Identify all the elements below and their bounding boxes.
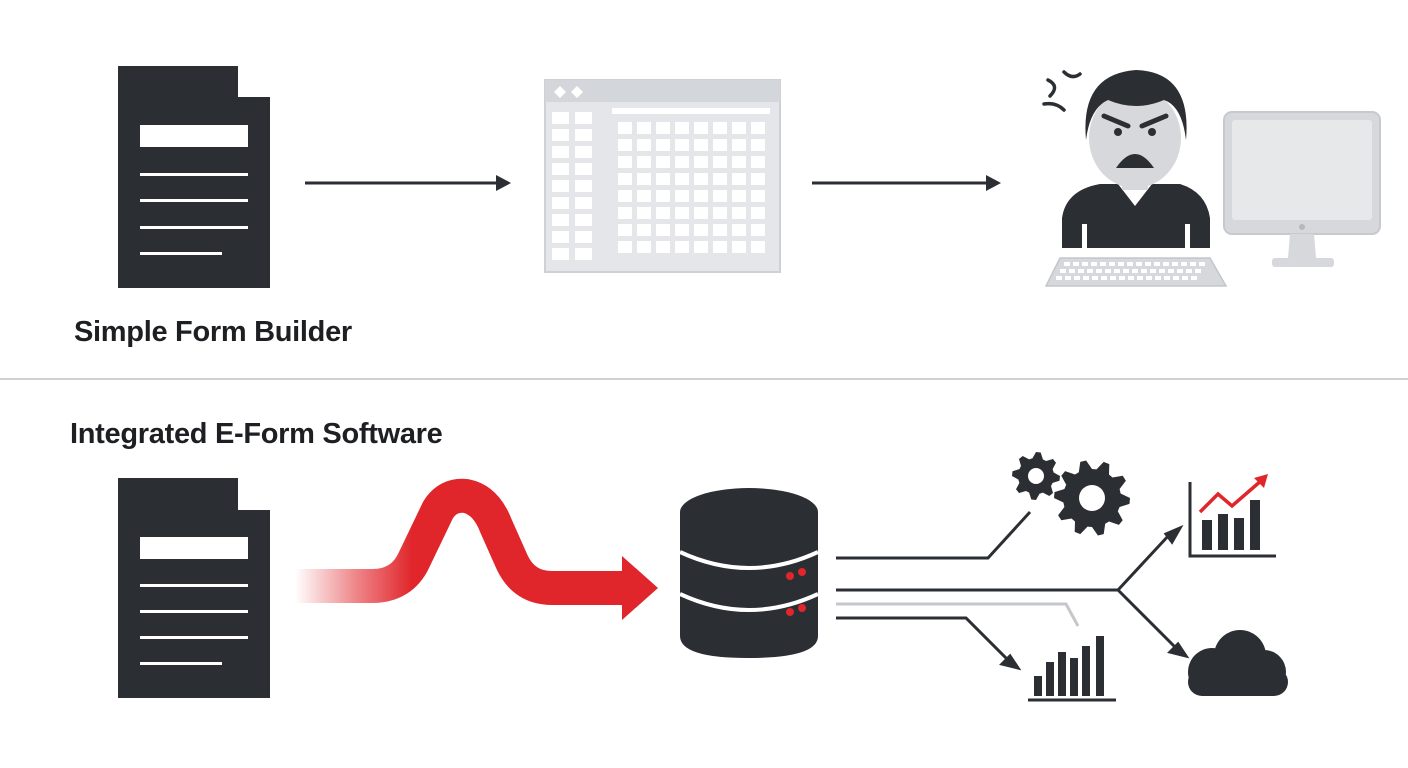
arrow-right-icon — [812, 175, 1001, 191]
document-icon-top — [118, 66, 270, 288]
data-stream-arrow — [295, 478, 658, 620]
arrow-right-icon — [305, 175, 511, 191]
section-title-integrated-eform-software: Integrated E-Form Software — [70, 418, 443, 450]
frustrated-user-icon — [1042, 70, 1381, 287]
cloud-icon — [1188, 630, 1288, 696]
spreadsheet-icon — [544, 79, 781, 273]
section-title-simple-form-builder: Simple Form Builder — [74, 316, 352, 348]
document-icon-bottom — [118, 478, 270, 698]
trend-chart-icon — [1188, 474, 1276, 558]
connection-lines — [836, 510, 1190, 671]
database-icon — [679, 488, 819, 658]
gears-icon — [1012, 452, 1130, 536]
bar-chart-icon — [1028, 636, 1116, 702]
